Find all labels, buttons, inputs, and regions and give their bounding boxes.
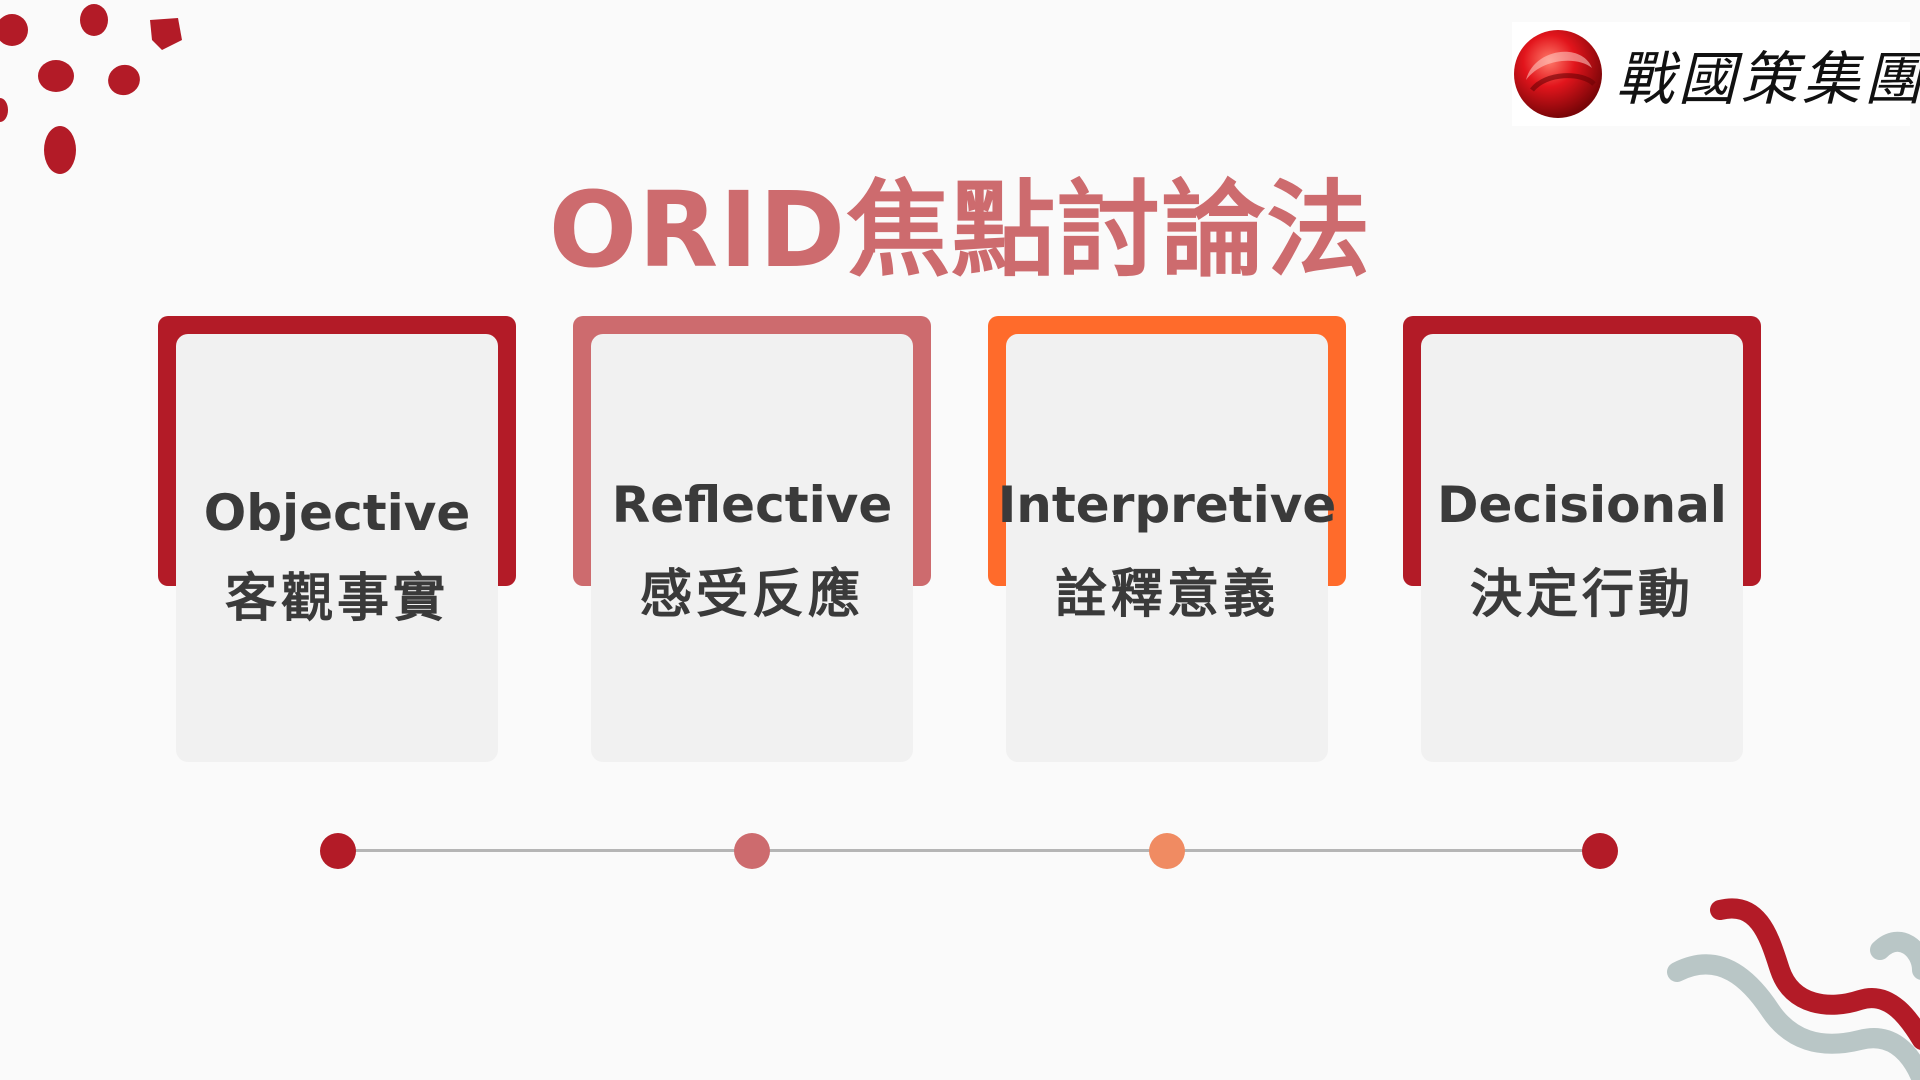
- company-logo: 戰國策集團: [1512, 22, 1920, 126]
- squiggle-lines-icon: [1667, 898, 1920, 1080]
- card-body: [176, 334, 498, 762]
- card-english-label: Decisional: [1437, 476, 1727, 534]
- card-reflective: Reflective 感受反應: [573, 316, 931, 766]
- card-body: [1006, 334, 1328, 762]
- timeline-dot: [320, 833, 356, 869]
- logo-text: 戰國策集團: [1616, 45, 1920, 113]
- timeline-line: [338, 849, 1600, 852]
- timeline-dot: [734, 833, 770, 869]
- card-decisional: Decisional 決定行動: [1403, 316, 1761, 766]
- card-english-label: Reflective: [611, 476, 893, 534]
- card-body: [1421, 334, 1743, 762]
- card-body: [591, 334, 913, 762]
- scattered-dots-icon: [0, 4, 182, 174]
- timeline-dot: [1582, 833, 1618, 869]
- card-chinese-label: 詮釋意義: [1054, 565, 1279, 625]
- red-sphere-logo-icon: [1514, 30, 1602, 118]
- card-objective: Objective 客觀事實: [158, 316, 516, 766]
- card-english-label: Interpretive: [997, 476, 1337, 534]
- timeline-dot: [1149, 833, 1185, 869]
- card-chinese-label: 感受反應: [639, 565, 864, 625]
- card-english-label: Objective: [203, 484, 471, 542]
- card-chinese-label: 決定行動: [1469, 565, 1694, 625]
- card-interpretive: Interpretive 詮釋意義: [988, 316, 1346, 766]
- card-chinese-label: 客觀事實: [224, 569, 449, 629]
- page-title: ORID焦點討論法: [548, 169, 1372, 291]
